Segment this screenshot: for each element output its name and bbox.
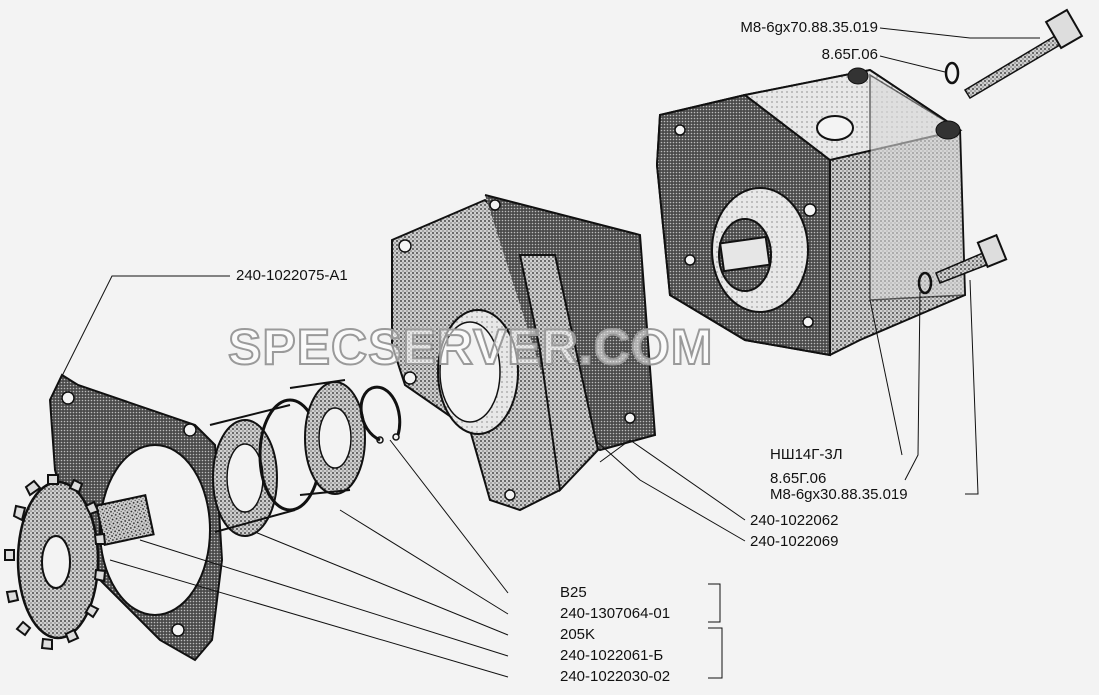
label-washer-top: 8.65Г.06 (821, 46, 878, 63)
hydraulic-pump (655, 67, 967, 357)
label-gasket2: 240-1022069 (750, 533, 839, 550)
washer-right (917, 271, 933, 295)
label-housing: 240-1022062 (750, 512, 839, 529)
label-bolt-right: M8-6gx30.88.35.019 (770, 486, 908, 503)
label-ring: B25 (560, 584, 587, 601)
label-bolt-top: M8-6gx70.88.35.019 (740, 19, 878, 36)
label-washer-right: 8.65Г.06 (770, 470, 827, 487)
pump-housing (391, 194, 657, 512)
bearing-second (289, 379, 366, 496)
bolt-top (963, 8, 1084, 100)
label-bearing-ring: 240-1307064-01 (560, 605, 671, 622)
label-gear-assembly: 240-1022030-02 (560, 668, 671, 685)
watermark-text: SPECSERVER.COM (227, 318, 714, 376)
washer-top (944, 61, 960, 85)
circlip-b25 (359, 385, 402, 444)
label-shaft: 240-1022061-Б (560, 647, 664, 664)
label-gasket: 240-1022075-A1 (236, 267, 348, 284)
drive-gear (4, 474, 155, 651)
label-bearing: 205K (560, 626, 596, 643)
label-pump: НШ14Г-3Л (770, 446, 843, 463)
bolt-right (935, 233, 1008, 284)
leader-lines (59, 27, 1040, 679)
bearing-205k (209, 404, 296, 537)
